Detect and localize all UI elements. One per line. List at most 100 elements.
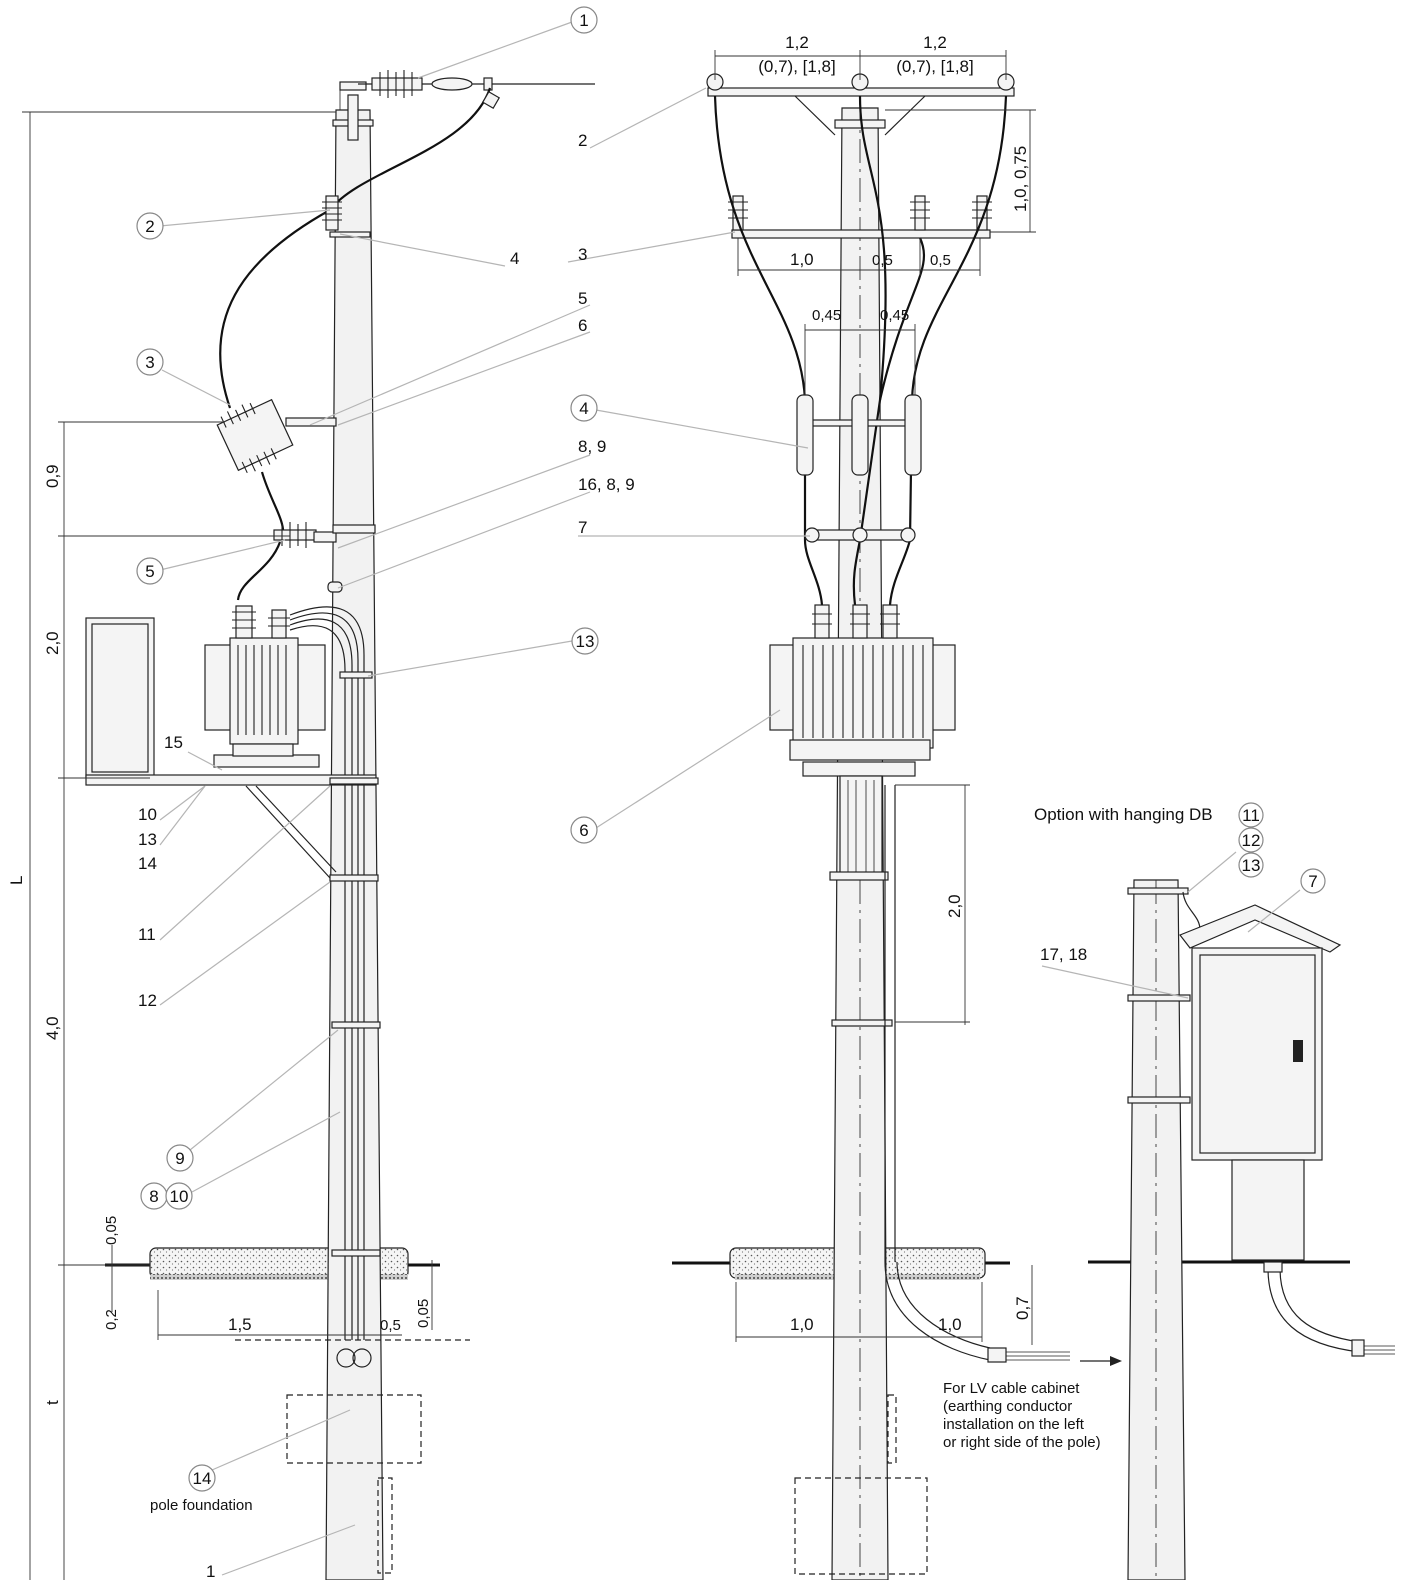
fuse-cutout-side [216, 398, 294, 474]
cabinet-handle[interactable] [1293, 1040, 1303, 1062]
dim-L-text: L [7, 876, 26, 885]
dim-10-text: 1,0 [790, 250, 814, 269]
front-callout-4: 4 [579, 399, 588, 418]
leader-11 [159, 785, 331, 941]
transformer-side [204, 605, 326, 768]
dim-20-front-text: 2,0 [945, 894, 964, 918]
arrow-head [1110, 1356, 1122, 1366]
callout-circle-9 [166, 1144, 194, 1172]
pole-option [1127, 879, 1186, 1580]
option-view-text: Option with hanging DB 11 12 13 7 17, 18 [1034, 802, 1326, 964]
conduit-end-front [987, 1347, 1007, 1363]
phase-cable-3 [888, 95, 1008, 606]
front-foundation-lower [794, 1477, 928, 1575]
pole-side [325, 109, 384, 1580]
option-callout-11: 11 [1242, 806, 1260, 825]
gravel-layer-side [150, 1274, 408, 1280]
leader-5 [159, 539, 286, 571]
cabinet-base [1231, 1159, 1305, 1261]
dim-bottom-left-text: 1,0 [790, 1315, 814, 1334]
cabinet-roof [1179, 904, 1342, 953]
front-foundation-edge [887, 1394, 897, 1464]
front-callout-circle-4 [570, 394, 598, 422]
note-line-2: (earthing conductor [943, 1398, 1072, 1415]
earth-electrode-side [377, 1477, 393, 1574]
label-12: 12 [138, 991, 157, 1010]
arrester-crossarm [731, 229, 991, 239]
bracket-8-9 [332, 524, 376, 534]
label-8-9: 8, 9 [578, 437, 606, 456]
clamp-ground [331, 1249, 381, 1257]
leader-1-bottom [221, 1524, 356, 1576]
option-callout-13: 13 [1242, 856, 1261, 875]
arrester-5-side [273, 522, 337, 548]
option-callout-circle-11 [1238, 802, 1264, 828]
lv-cable-1 [289, 625, 346, 1340]
front-callout-circle-6 [570, 816, 598, 844]
leader-front-6 [595, 709, 781, 829]
callout-8: 8 [149, 1187, 158, 1206]
clamp-12 [329, 874, 379, 882]
callout-9: 9 [175, 1149, 184, 1168]
note-line-1: For LV cable cabinet [943, 1380, 1080, 1397]
label-15: 15 [164, 733, 183, 752]
callout-circle-3 [136, 348, 164, 376]
arrester-cable [878, 237, 926, 401]
leader-13 [159, 785, 206, 846]
phase-cable-2 [852, 95, 887, 606]
leader-15 [187, 751, 223, 771]
option-conduit-top [1263, 1261, 1283, 1273]
leader-4 [339, 233, 506, 267]
callout-3: 3 [145, 353, 154, 372]
dim-045a-text: 0,45 [812, 307, 841, 324]
dim-07-text: 0,7 [1013, 1296, 1032, 1320]
leader-13-top [367, 640, 573, 677]
option-cable-top [1182, 891, 1201, 931]
front-label-3: 3 [578, 245, 587, 264]
note-line-3: installation on the left [943, 1416, 1085, 1433]
option-conduit-2 [1279, 1267, 1361, 1343]
dim-045b-text: 0,45 [880, 307, 909, 324]
callout-5: 5 [145, 562, 154, 581]
top-dim-left: 1,2 [785, 33, 809, 52]
callout-circle-14 [188, 1464, 216, 1492]
callout-circle-13 [571, 627, 599, 655]
suspension-insulator [358, 70, 595, 98]
option-view [1041, 851, 1395, 1580]
front-view [567, 50, 1122, 1580]
crossarm-strut-left [794, 95, 836, 136]
option-clamp-top [1127, 887, 1189, 895]
front-view-text: 1,2 (0,7), [1,8] 1,2 (0,7), [1,8] 1,0, 0… [570, 33, 1101, 1451]
leader-8-10 [191, 1111, 341, 1193]
callout-circle-10 [165, 1182, 193, 1210]
lv-cable-bundle-front [839, 775, 883, 877]
leader-9 [189, 1029, 339, 1151]
transformer-platform [85, 617, 377, 879]
conduit-1 [336, 1348, 356, 1368]
callout-13-side: 13 [576, 632, 595, 651]
arrester-set-front [728, 195, 992, 231]
dim-vertical-top-text: 1,0, 0,75 [1011, 146, 1030, 212]
fuse-cutouts-front [796, 394, 922, 476]
line-clamp [481, 90, 501, 110]
option-label-17-18: 17, 18 [1040, 945, 1087, 964]
clamp-11 [329, 777, 379, 785]
lv-cable-2 [289, 618, 353, 1340]
leader-front-2 [589, 87, 707, 149]
leader-front-4 [595, 409, 809, 449]
surge-arrester-side [322, 195, 371, 238]
option-title: Option with hanging DB [1034, 805, 1213, 824]
label-5: 5 [578, 289, 587, 308]
option-callout-12: 12 [1242, 831, 1261, 850]
dim-20-text: 2,0 [43, 631, 62, 655]
clamp-9-lower [331, 1021, 381, 1029]
phase-cable-1 [713, 95, 824, 606]
leader-1 [417, 21, 573, 79]
leader-option-12 [1187, 851, 1237, 893]
cutout-bracket [285, 417, 337, 427]
top-bracket [347, 94, 359, 141]
insulator-7b [852, 527, 868, 543]
front-label-2: 2 [578, 131, 587, 150]
leader-14 [211, 1409, 351, 1471]
leader-6 [337, 331, 591, 426]
